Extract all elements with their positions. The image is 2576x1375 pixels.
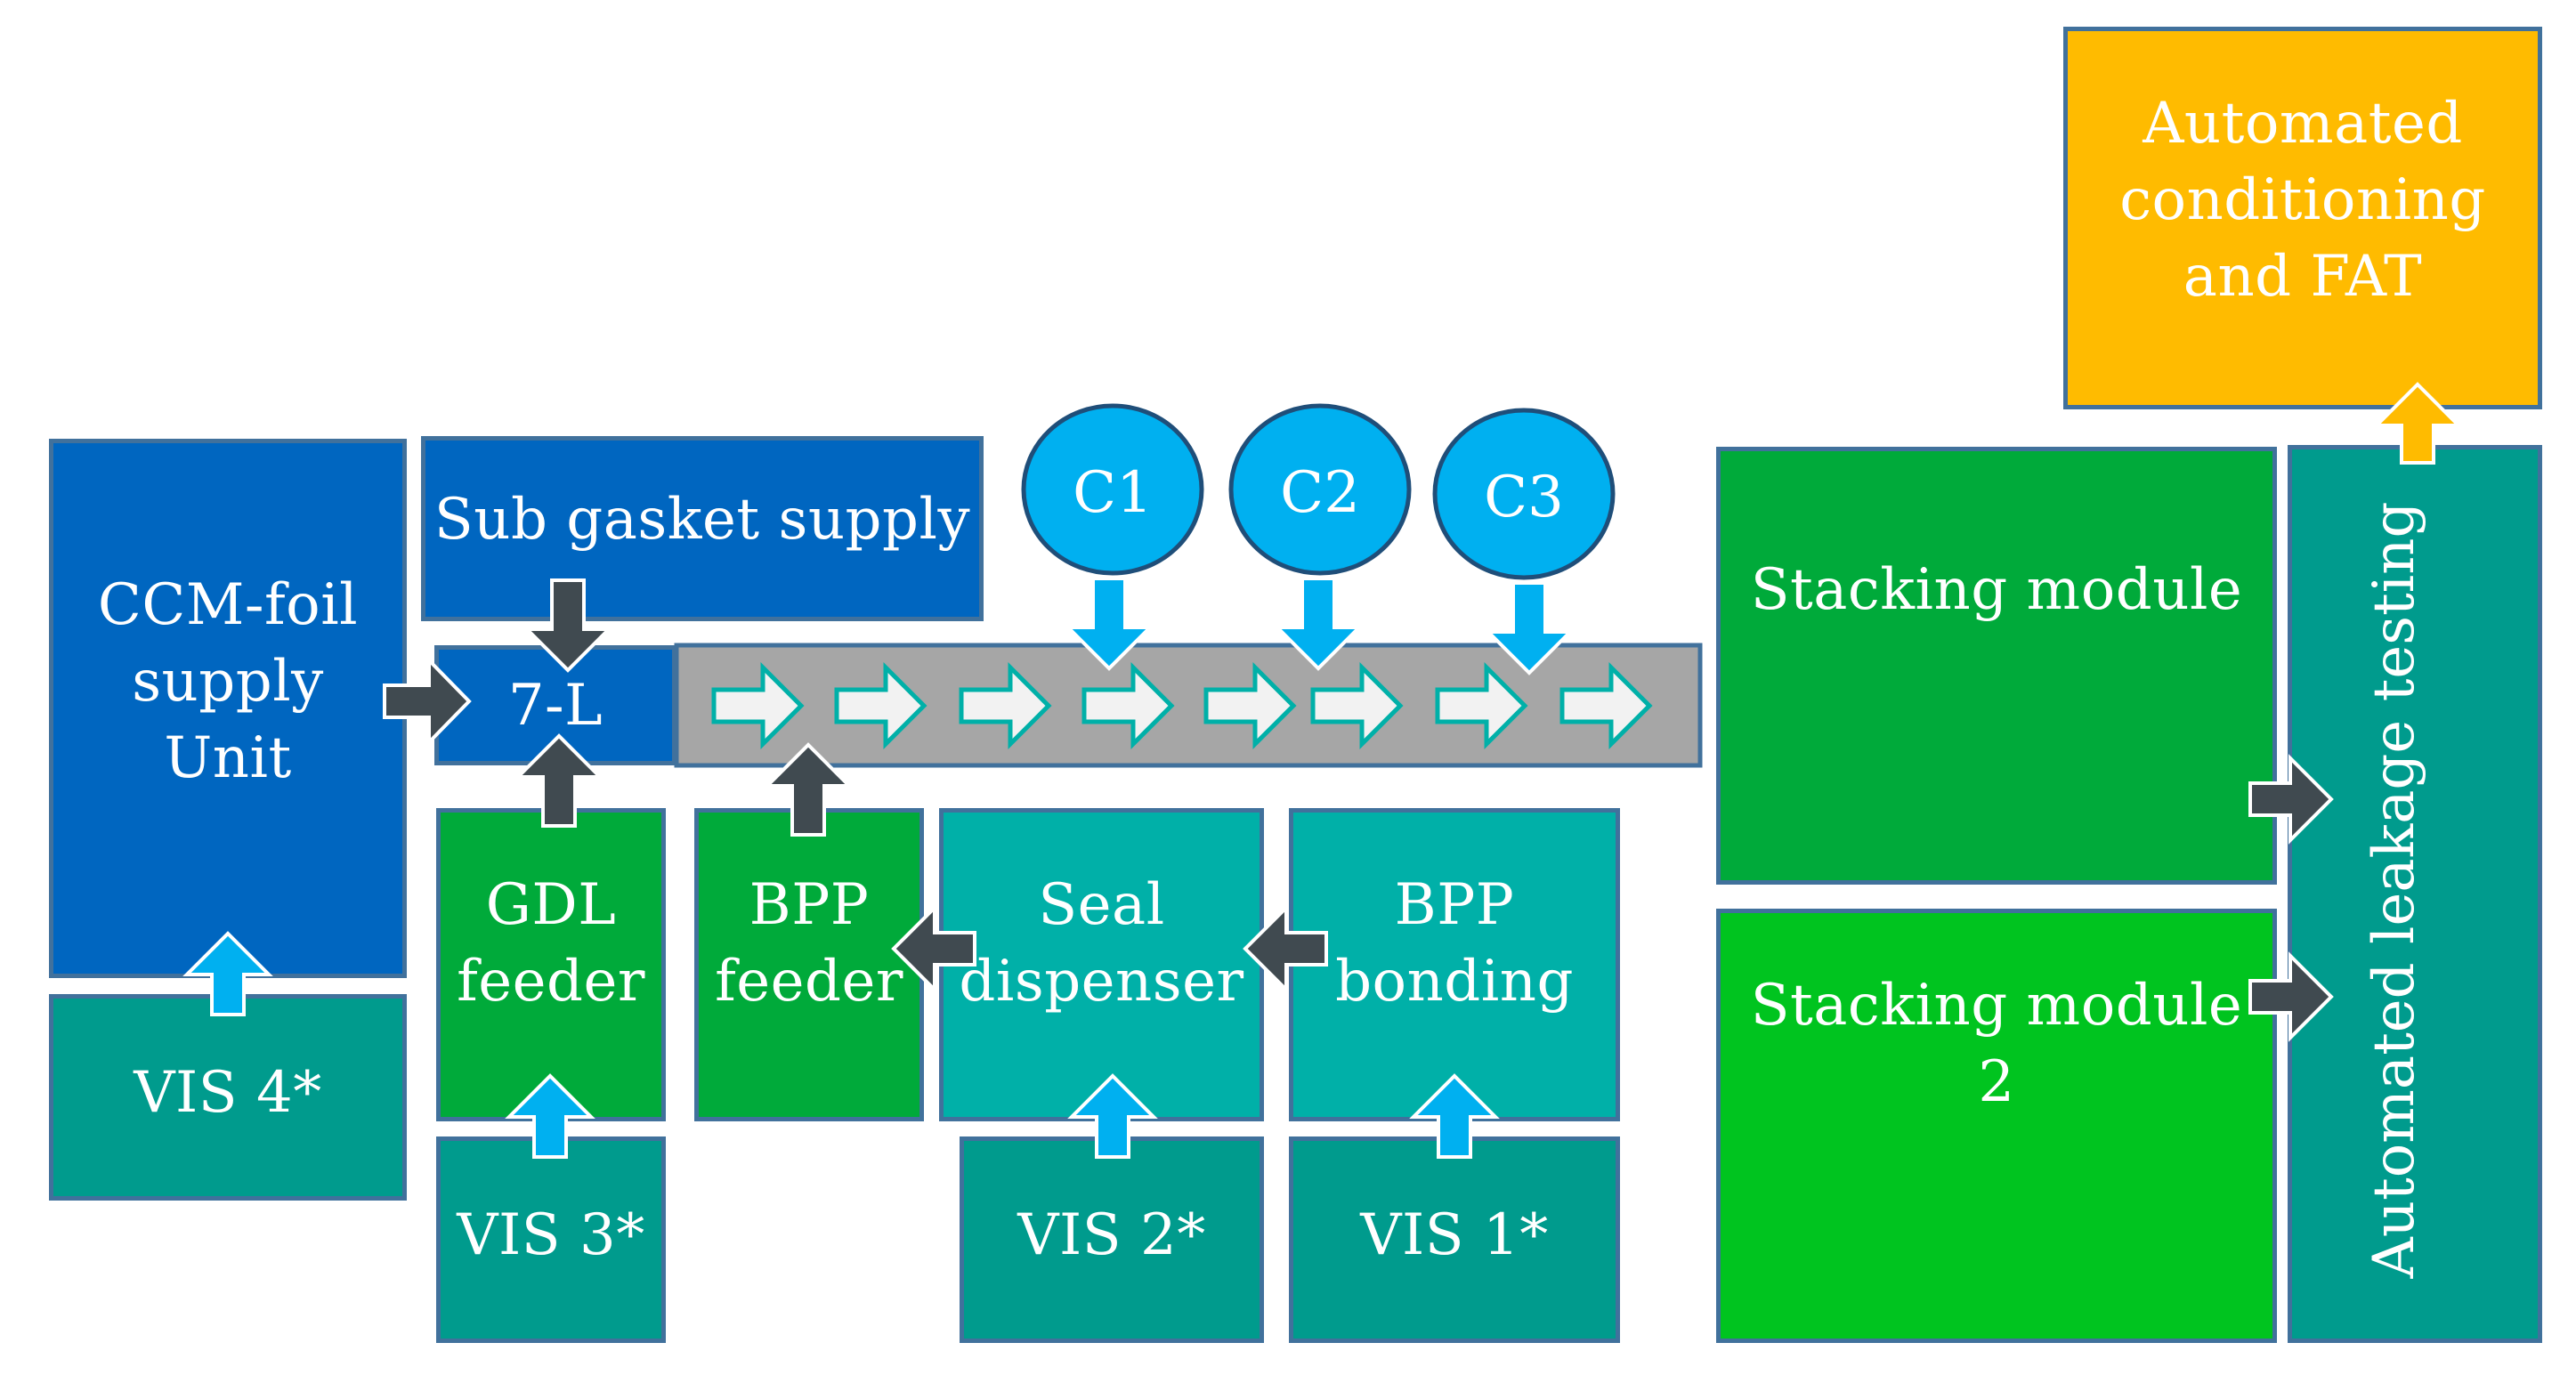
stacking-module-1-label: Stacking module	[1750, 557, 2243, 623]
arrow-bppfeeder-to-conveyor	[763, 742, 854, 837]
flow-arrow-1	[711, 661, 805, 750]
arrow-gdl-to-7l	[514, 733, 604, 828]
arrow-stacking2-to-leakage	[2248, 951, 2334, 1042]
camera-c2: C2	[1228, 403, 1412, 576]
camera-c3-circle	[1432, 408, 1616, 580]
conditioning-fat-label: Automated conditioning and FAT	[2119, 91, 2486, 310]
vis-2-label: VIS 2*	[1017, 1202, 1206, 1268]
flow-arrow-5	[1203, 661, 1297, 750]
vis-1-label: VIS 1*	[1360, 1202, 1549, 1268]
arrow-subgasket-to-7l	[522, 578, 613, 673]
camera-c3-label: C3	[1484, 465, 1564, 530]
gdl-feeder-box: GDL feeder	[436, 808, 666, 1121]
arrow-vis3-up	[505, 1073, 595, 1159]
flow-arrow-7	[1435, 661, 1528, 750]
camera-c1: C1	[1021, 403, 1204, 576]
arrow-vis2-up	[1067, 1073, 1158, 1159]
bpp-feeder-label: BPP feeder	[715, 872, 903, 1015]
arrow-c1-down	[1064, 577, 1154, 671]
conveyor-flow-arrows	[711, 661, 1653, 750]
flow-arrow-4	[1081, 661, 1175, 750]
seal-dispenser-label: Seal dispenser	[959, 872, 1244, 1015]
flow-arrow-3	[959, 661, 1052, 750]
camera-c3: C3	[1432, 408, 1616, 580]
arrow-vis4-up	[182, 931, 273, 1016]
material-flow-arrows	[383, 578, 2334, 1042]
vis-3-box: VIS 3*	[436, 1136, 666, 1343]
arrow-ccm-to-7l	[383, 656, 472, 747]
camera-c1-circle	[1021, 403, 1204, 576]
stacking-module-2-box: Stacking module 2	[1716, 909, 2277, 1343]
inspection-arrows	[182, 577, 1575, 1159]
ccm-foil-supply-unit: CCM-foil supply Unit	[49, 439, 407, 978]
arrow-c3-down	[1484, 581, 1575, 675]
conditioning-fat-box: Automated conditioning and FAT	[2063, 27, 2542, 409]
seven-l-label: 7-L	[507, 672, 603, 739]
arrow-stacking1-to-leakage	[2248, 754, 2334, 845]
vis-4-label: VIS 4*	[134, 1060, 322, 1126]
gdl-feeder-label: GDL feeder	[457, 872, 645, 1015]
conveyor-belt	[674, 643, 1703, 768]
camera-c2-circle	[1228, 403, 1412, 576]
camera-c1-label: C1	[1073, 460, 1153, 526]
seal-dispenser-box: Seal dispenser	[939, 808, 1264, 1121]
flow-arrow-2	[834, 661, 928, 750]
arrow-bonding-to-seal	[1243, 903, 1328, 994]
arrow-vis1-up	[1409, 1073, 1500, 1159]
arrow-seal-to-bppfeeder	[891, 903, 976, 994]
arrow-c2-down	[1273, 577, 1364, 671]
flow-arrow-8	[1559, 661, 1653, 750]
bpp-bonding-label: BPP bonding	[1335, 872, 1574, 1015]
ccm-foil-supply-label: CCM-foil supply Unit	[97, 572, 359, 791]
camera-c2-label: C2	[1280, 460, 1360, 526]
stacking-module-1-box: Stacking module	[1716, 447, 2277, 885]
bpp-bonding-box: BPP bonding	[1289, 808, 1620, 1121]
vis-3-label: VIS 3*	[457, 1202, 645, 1268]
sub-gasket-supply-label: Sub gasket supply	[433, 487, 971, 553]
arrow-leakage-to-conditioning	[2372, 382, 2463, 465]
flow-arrow-6	[1310, 661, 1404, 750]
sub-gasket-supply-box: Sub gasket supply	[421, 436, 984, 621]
stacking-module-2-label: Stacking module 2	[1750, 972, 2243, 1115]
